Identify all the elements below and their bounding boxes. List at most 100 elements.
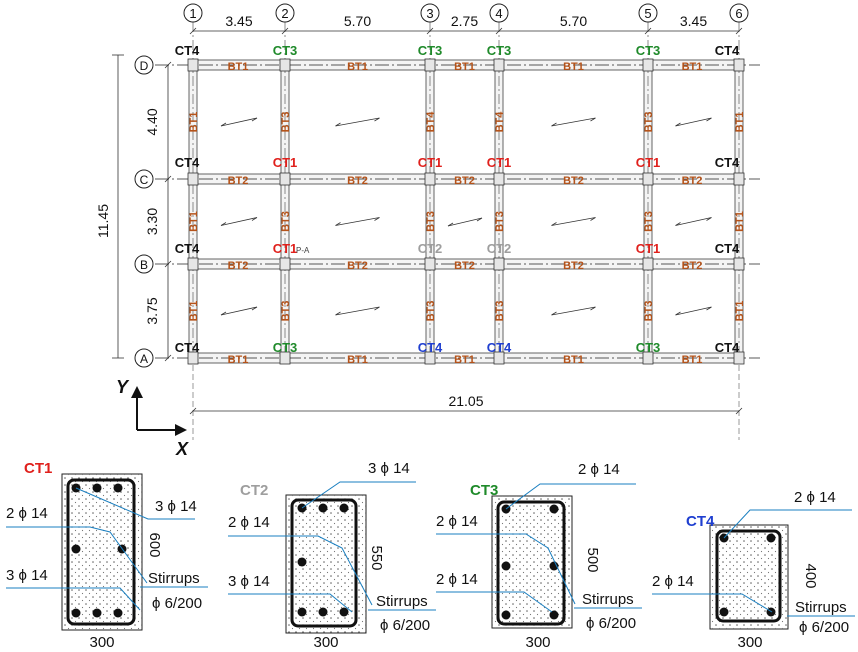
leader-line <box>505 483 636 510</box>
slab-direction-mark <box>335 217 380 226</box>
slab-direction-mark <box>374 117 380 122</box>
y-axis-arrowhead <box>131 386 143 398</box>
dimension-tick <box>281 27 289 35</box>
plan-column <box>279 172 291 186</box>
plan-column <box>424 58 436 72</box>
plan-column <box>187 351 199 365</box>
plan-beam-label: BT2 <box>228 260 249 272</box>
section-height-label: 500 <box>584 547 601 572</box>
plan-column-label: CT1 <box>487 155 512 170</box>
plan-beam-label: BT1 <box>188 112 200 133</box>
rebar <box>719 607 729 617</box>
grid-bubble-label: 4 <box>495 6 502 21</box>
slab-direction-mark <box>476 217 483 222</box>
grid-bubble <box>638 3 658 23</box>
grid-bubble-label: 5 <box>644 6 651 21</box>
x-span-label: 5.70 <box>344 13 371 29</box>
slab-direction-mark <box>551 306 596 316</box>
slab-direction-mark <box>551 217 596 226</box>
slab-direction-mark <box>335 306 380 316</box>
plan-beam-label: BT2 <box>563 175 584 187</box>
slab-direction-mark <box>220 222 227 226</box>
grid-bubble-label: D <box>140 59 149 73</box>
section-width-label: 300 <box>313 634 338 651</box>
plan-beam-label: BT2 <box>228 175 249 187</box>
leader-line <box>6 526 148 584</box>
dimension-tick <box>189 27 197 35</box>
section-height-label: 550 <box>368 545 385 570</box>
dimension-tick <box>735 407 743 415</box>
plan-column <box>424 172 436 186</box>
total-x-label: 21.05 <box>448 393 483 409</box>
plan-column <box>279 257 291 271</box>
rebar-label: 3 ϕ 14 <box>228 573 270 590</box>
plan-column <box>733 257 745 271</box>
stirrup <box>66 478 136 626</box>
rebar <box>766 607 776 617</box>
slab-direction-mark <box>590 306 596 311</box>
rebar <box>501 610 511 620</box>
plan-column <box>187 58 199 72</box>
rebar <box>71 608 81 618</box>
plan-column-label: CT3 <box>273 340 298 355</box>
rebar <box>297 557 307 567</box>
stirrup <box>496 500 566 626</box>
slab-direction-mark <box>335 117 380 127</box>
rebar <box>339 503 349 513</box>
plan-column <box>424 257 436 271</box>
grid-bubble-label: 3 <box>426 6 433 21</box>
plan-beam-label: BT1 <box>454 354 475 366</box>
plan-column-label: CT3 <box>273 43 298 58</box>
grid-bubble-label: B <box>140 258 148 272</box>
slab-direction-mark <box>251 217 258 221</box>
rebar <box>549 610 559 620</box>
plan-column <box>642 172 654 186</box>
grid-bubble <box>729 3 749 23</box>
leader-line <box>301 481 416 509</box>
grid-bubble-label: 1 <box>189 6 196 21</box>
plan-column-label: CT4 <box>487 340 512 355</box>
plan-column <box>279 351 291 365</box>
plan-beam-label: BT3 <box>425 211 437 232</box>
plan-beam-label: BT3 <box>494 211 506 232</box>
plan-column <box>642 257 654 271</box>
grid-bubble-label: 2 <box>281 6 288 21</box>
plan-column <box>424 351 436 365</box>
slab-direction-mark <box>675 122 681 127</box>
plan-column <box>733 58 745 72</box>
plan-beam-label: BT3 <box>425 301 437 322</box>
plan-beam-label: BT1 <box>682 354 703 366</box>
leader-line <box>6 587 141 611</box>
plan-beam-label: BT1 <box>563 354 584 366</box>
grid-bubble <box>134 169 154 189</box>
leader-line <box>228 593 353 613</box>
plan-column-label: CT3 <box>636 43 661 58</box>
slab-panel <box>436 185 493 258</box>
plan-column-label: CT3 <box>418 43 443 58</box>
rebar-label: 2 ϕ 14 <box>578 461 620 478</box>
slab-direction-mark <box>220 117 258 127</box>
plan-column <box>493 58 505 72</box>
plan-column <box>187 172 199 186</box>
axis-x-label: X <box>175 439 189 459</box>
rebar-label: 2 ϕ 14 <box>436 513 478 530</box>
plan-column-label: CT1 <box>273 155 298 170</box>
slab-direction-mark <box>675 306 712 316</box>
section-mark: P-A <box>296 246 310 255</box>
plan-column-label: CT1 <box>273 241 298 256</box>
plan-column-label: CT4 <box>175 155 200 170</box>
section-height-label: 400 <box>802 563 819 588</box>
plan-beam-label: BT3 <box>643 211 655 232</box>
stirrup-label: Stirrups <box>795 599 847 616</box>
plan-beam-label: BT2 <box>347 175 368 187</box>
x-span-label: 3.45 <box>225 13 252 29</box>
slab-direction-mark <box>251 306 258 311</box>
plan-column-label: CT3 <box>636 340 661 355</box>
y-span-label: 3.30 <box>144 208 160 235</box>
rebar-label: 2 ϕ 14 <box>6 505 48 522</box>
dimension-tick <box>164 61 172 69</box>
